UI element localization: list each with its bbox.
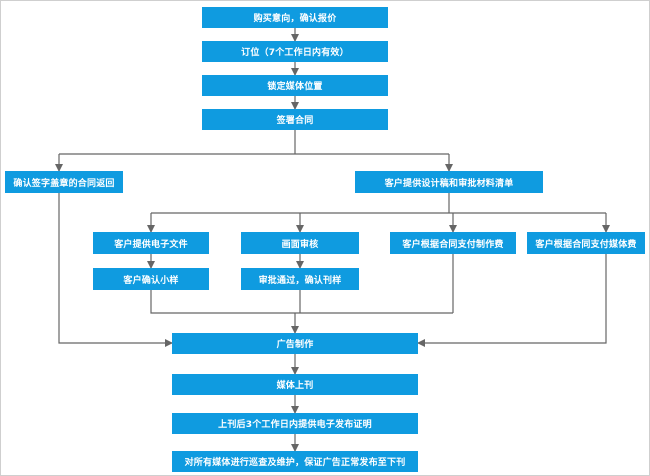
node-booking: 订位（7个工作日内有效） [202, 41, 388, 62]
node-provide-e-file: 客户提供电子文件 [93, 232, 209, 254]
node-lock-media: 锁定媒体位置 [202, 75, 388, 96]
node-provide-design: 客户提供设计稿和审批材料清单 [355, 171, 543, 193]
node-confirm-signed-contract: 确认签字盖章的合同返回 [5, 171, 123, 193]
node-screen-review: 画面审核 [241, 232, 359, 254]
node-sign-contract: 签署合同 [202, 109, 388, 130]
node-proof-certificate: 上刊后3个工作日内提供电子发布证明 [172, 413, 418, 434]
node-media-publish: 媒体上刊 [172, 374, 418, 395]
node-pay-media: 客户根据合同支付媒体费 [527, 232, 645, 254]
node-purchase-intent: 购买意向，确认报价 [202, 7, 388, 28]
node-ad-production: 广告制作 [172, 333, 418, 354]
node-approved: 审批通过，确认刊样 [241, 268, 359, 290]
node-inspection: 对所有媒体进行巡查及维护，保证广告正常发布至下刊 [172, 451, 418, 472]
arrow-pay-media-to-production [417, 254, 607, 347]
arrow-signed-to-production [58, 193, 173, 347]
node-confirm-proof: 客户确认小样 [93, 268, 209, 290]
node-pay-production: 客户根据合同支付制作费 [390, 232, 516, 254]
connector-merge-bar [150, 290, 453, 314]
